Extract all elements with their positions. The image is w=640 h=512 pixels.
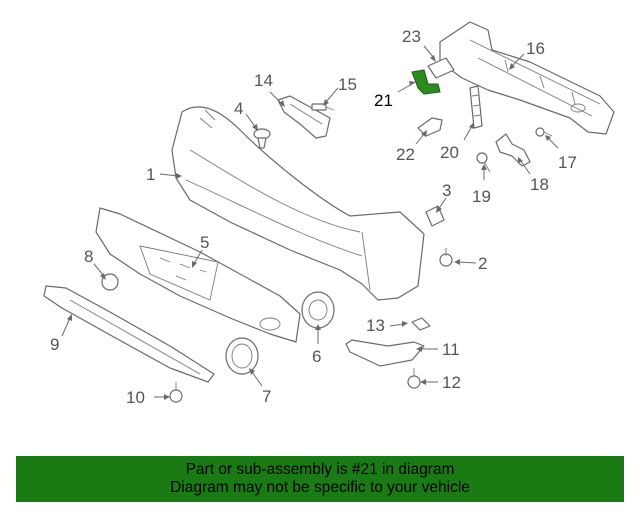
- leader-lines: [61, 45, 559, 400]
- callout-11[interactable]: 11: [442, 340, 460, 359]
- callout-13[interactable]: 13: [366, 316, 385, 335]
- callout-5[interactable]: 5: [200, 233, 209, 252]
- part-10-screw[interactable]: [169, 382, 183, 403]
- callout-7[interactable]: 7: [262, 387, 271, 406]
- part-8-grommet[interactable]: [101, 273, 119, 291]
- part-2-screw[interactable]: [439, 248, 453, 267]
- callout-2[interactable]: 2: [478, 254, 487, 273]
- callout-23[interactable]: 23: [402, 27, 421, 46]
- part-18-bracket[interactable]: [495, 133, 531, 167]
- banner-line-disclaimer: Diagram may not be specific to your vehi…: [170, 479, 470, 496]
- callout-8[interactable]: 8: [84, 247, 93, 266]
- part-16-reinforcement-beam[interactable]: [439, 21, 615, 135]
- part-7-bezel-ring[interactable]: [225, 337, 259, 375]
- part-1-bumper-cover[interactable]: [171, 106, 425, 301]
- parts-diagram: 1 2 3 4 5 6 7 8 9 10 11 12 13 14 15 16 1…: [43, 21, 615, 407]
- part-9-skid-plate[interactable]: [43, 285, 215, 383]
- part-12-screw[interactable]: [407, 368, 421, 389]
- callout-21[interactable]: 21: [374, 91, 393, 110]
- part-22-pad[interactable]: [417, 117, 443, 137]
- part-23-bracket[interactable]: [427, 57, 455, 79]
- callout-4[interactable]: 4: [234, 99, 243, 118]
- part-17-bolt[interactable]: [535, 127, 553, 137]
- callout-6[interactable]: 6: [312, 347, 321, 366]
- part-21-bracket-highlighted[interactable]: [411, 69, 441, 95]
- callout-20[interactable]: 20: [440, 143, 459, 162]
- callout-17[interactable]: 17: [558, 153, 577, 172]
- callout-3[interactable]: 3: [442, 181, 451, 200]
- part-20-vertical-bracket[interactable]: [469, 85, 483, 129]
- part-13-clip[interactable]: [411, 317, 431, 331]
- part-5-lower-diffuser[interactable]: [95, 207, 301, 343]
- callout-9[interactable]: 9: [50, 335, 59, 354]
- banner-line-part-info: Part or sub-assembly is #21 in diagram: [185, 461, 455, 478]
- part-19-screw[interactable]: [476, 152, 491, 173]
- callout-22[interactable]: 22: [396, 145, 415, 164]
- part-3-clip[interactable]: [425, 205, 445, 227]
- callout-15[interactable]: 15: [338, 75, 357, 94]
- callout-10[interactable]: 10: [126, 388, 145, 407]
- part-11-reflector[interactable]: [345, 339, 425, 367]
- part-15-bolt[interactable]: [311, 103, 335, 111]
- callout-1[interactable]: 1: [146, 165, 155, 184]
- callout-12[interactable]: 12: [442, 373, 461, 392]
- part-14-side-bracket[interactable]: [277, 95, 331, 139]
- callout-18[interactable]: 18: [530, 175, 549, 194]
- part-4-clip[interactable]: [253, 128, 271, 149]
- callout-16[interactable]: 16: [526, 39, 545, 58]
- callout-19[interactable]: 19: [472, 187, 491, 206]
- part-6-fog-lamp[interactable]: [301, 291, 335, 329]
- callout-labels: 1 2 3 4 5 6 7 8 9 10 11 12 13 14 15 16 1…: [50, 27, 577, 407]
- info-banner: Part or sub-assembly is #21 in diagram D…: [16, 456, 624, 502]
- callout-14[interactable]: 14: [254, 71, 273, 90]
